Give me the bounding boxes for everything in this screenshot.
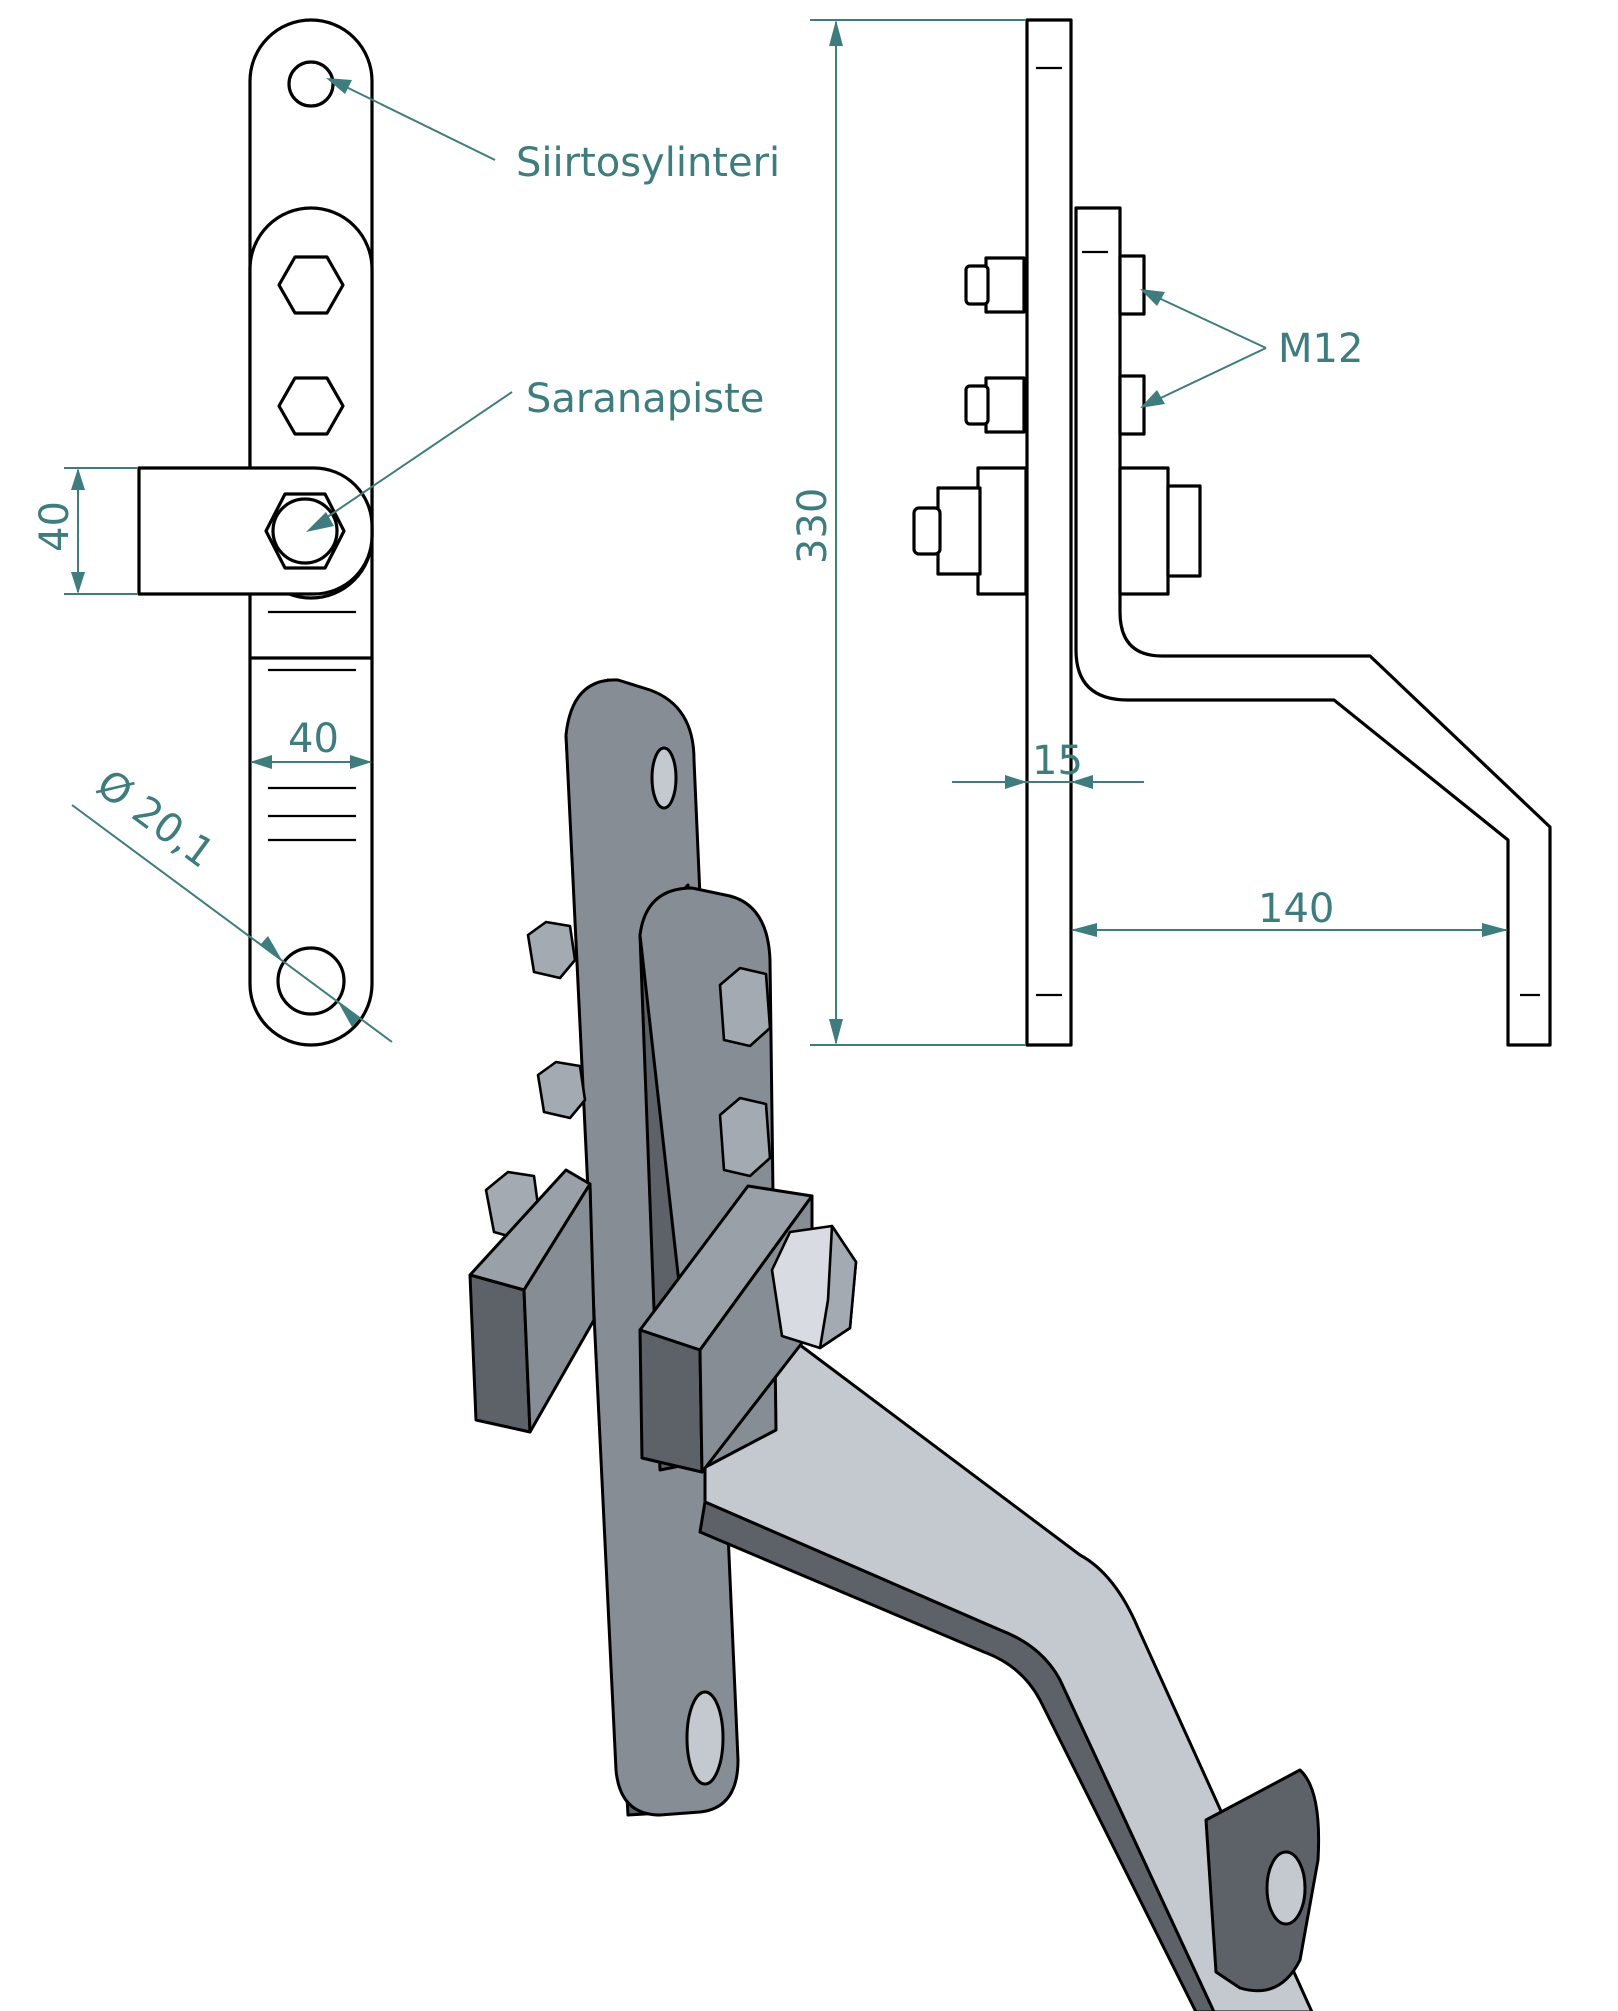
label-m12: M12 xyxy=(1278,326,1363,372)
iso-front-nut-2 xyxy=(718,1096,772,1178)
side-bolt-tip-1 xyxy=(964,264,990,306)
dim-arm-offset: 140 xyxy=(1258,886,1334,932)
side-hinge-bolt-tip xyxy=(912,506,942,556)
iso-offset-arm-foot xyxy=(1204,1768,1321,1993)
dim-arm-width: 40 xyxy=(32,501,78,552)
label-saranapiste: Saranapiste xyxy=(526,376,764,422)
side-hinge-bolt-head xyxy=(1166,484,1202,578)
dim-total-height: 330 xyxy=(790,488,836,564)
side-bolt-head-2 xyxy=(984,376,1026,434)
dim-hole-diameter: Ø 20,1 xyxy=(88,761,222,877)
side-main-plate xyxy=(1025,18,1073,1047)
dim-plate-width: 40 xyxy=(288,716,339,762)
front-hinge-washer xyxy=(271,497,339,565)
iso-back-nut-1 xyxy=(526,920,577,980)
iso-back-block-side xyxy=(522,1182,596,1434)
front-nut-upper xyxy=(277,255,345,315)
dim-plate-thickness: 15 xyxy=(1032,738,1083,784)
side-offset-arm xyxy=(1074,206,1552,1047)
iso-main-bottom-hole xyxy=(685,1690,725,1786)
side-nut-1 xyxy=(1118,254,1146,316)
side-bolt-head-1 xyxy=(984,256,1026,314)
side-bolt-tip-2 xyxy=(964,384,990,426)
side-hinge-block-right xyxy=(1118,466,1170,596)
side-view xyxy=(912,18,1552,1047)
iso-offset-arm-hole xyxy=(1265,1850,1307,1926)
front-nut-lower xyxy=(277,376,345,436)
side-hinge-nut xyxy=(936,486,982,576)
iso-front-block-face xyxy=(638,1328,704,1474)
side-hinge-block-left xyxy=(976,466,1028,596)
label-siirtosylinteri: Siirtosylinteri xyxy=(516,140,780,186)
iso-back-nut-2 xyxy=(536,1060,587,1120)
top-hole xyxy=(287,60,335,108)
front-view xyxy=(137,18,374,1047)
iso-offset-arm-edge xyxy=(698,1500,1216,2011)
iso-back-block-face xyxy=(468,1273,532,1434)
iso-main-top-hole xyxy=(650,746,678,810)
side-nut-2 xyxy=(1118,374,1146,436)
isometric-view xyxy=(468,678,1321,2011)
iso-front-nut-1 xyxy=(718,966,772,1048)
